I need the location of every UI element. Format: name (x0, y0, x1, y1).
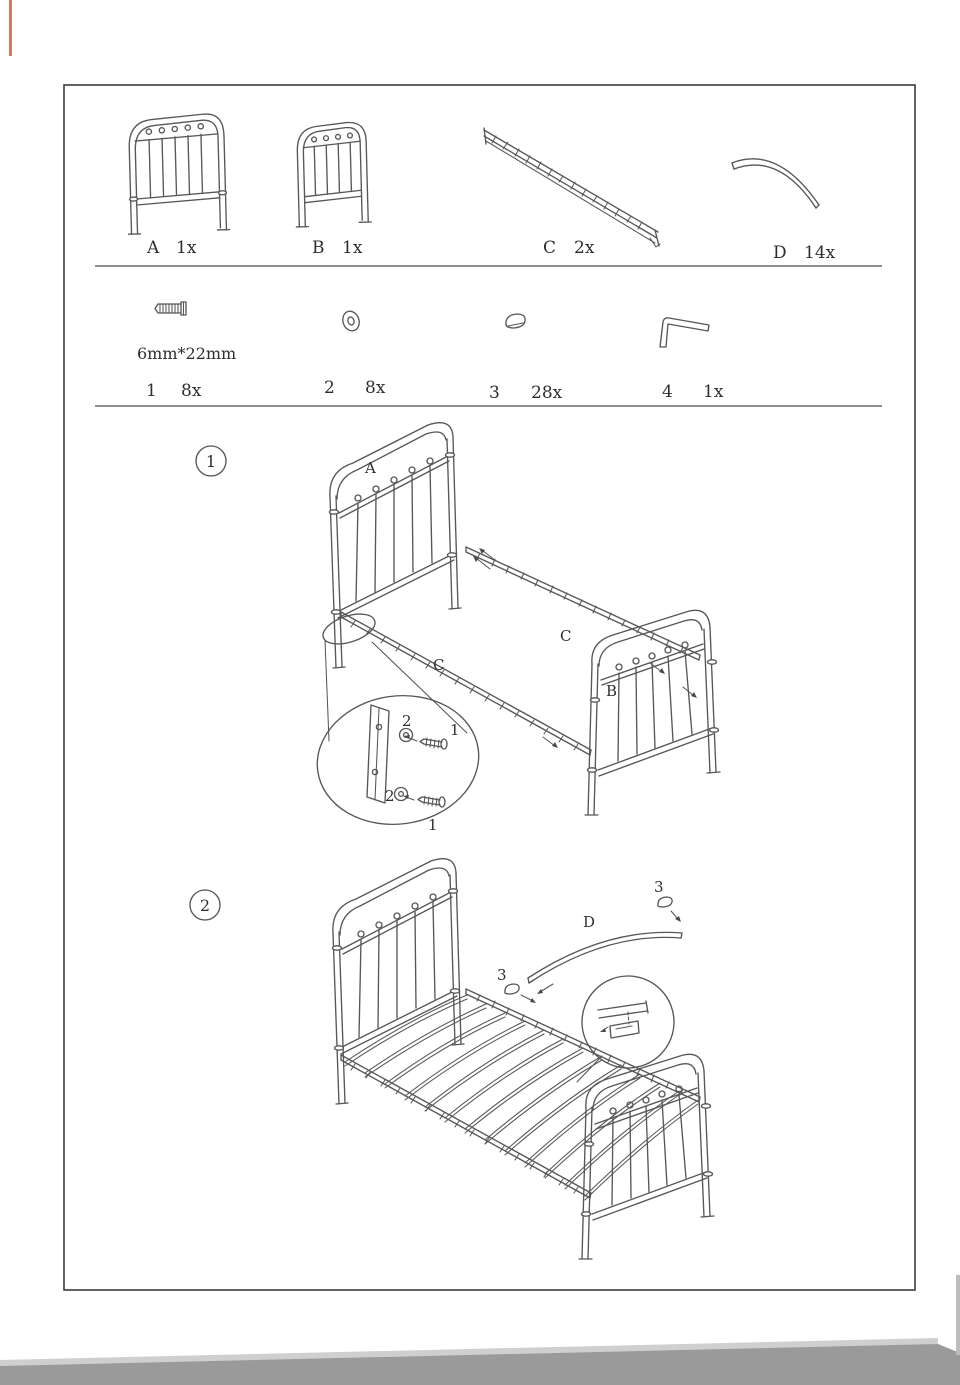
washer-icon-top (398, 727, 414, 743)
screw-dimension: 6mm*22mm (137, 344, 236, 363)
part-headboard-drawing (127, 113, 231, 235)
step2-cap-right-label: 3 (654, 878, 664, 896)
washer-icon (342, 310, 360, 332)
part-b-label: B (312, 238, 325, 258)
step2-slat-label: D (583, 913, 595, 931)
bolt-icon (154, 301, 187, 316)
cap-icon-left (504, 983, 520, 995)
step1-headboard-label: A (364, 459, 376, 477)
washer-icon-bottom (393, 786, 409, 802)
part-b-qty: 1x (342, 238, 363, 258)
step1-bolt-bottom-label: 1 (428, 816, 438, 834)
part-rail-drawing (483, 127, 661, 248)
hw2-qty: 8x (365, 378, 386, 398)
part-c-qty: 2x (574, 238, 595, 258)
hw2-num: 2 (324, 378, 335, 398)
bolt-icon-top (404, 735, 448, 750)
step-2-badge: 2 (189, 889, 221, 921)
part-d-qty: 14x (804, 243, 836, 263)
step2-detail-callout (576, 975, 675, 1083)
step1-footboard-label: B (606, 682, 617, 700)
allen-key-icon (659, 317, 710, 348)
hw3-num: 3 (489, 383, 500, 403)
cap-icon-right (657, 896, 673, 908)
scan-artifact-red-line (9, 0, 12, 56)
step2-footboard-drawing (578, 1053, 715, 1260)
step-2: 2 (189, 858, 715, 1260)
step1-headboard-drawing (328, 422, 462, 669)
hw1-num: 1 (146, 381, 157, 401)
step1-detail-callout (316, 613, 480, 826)
hw3-qty: 28x (531, 383, 563, 403)
step1-direction-arrows (473, 548, 697, 748)
hw4-num: 4 (662, 382, 673, 402)
page-border (63, 84, 916, 1291)
step1-rail-far-drawing (465, 546, 701, 661)
part-slat-drawing (731, 158, 820, 209)
step-2-number: 2 (200, 896, 210, 915)
scan-shadow-bottom (0, 1344, 960, 1385)
bracket-plate-drawing (366, 704, 390, 804)
step1-rail-far-label: C (560, 627, 571, 645)
part-c-label: C (543, 238, 556, 258)
part-a-label: A (146, 238, 160, 258)
step1-bolt-top-label: 1 (450, 721, 460, 739)
part-a-qty: 1x (176, 238, 197, 258)
step2-cap-left-label: 3 (497, 966, 507, 984)
step2-direction-arrows (520, 910, 681, 1003)
step1-footboard-drawing (584, 609, 721, 816)
scan-shadow-right (956, 1275, 960, 1355)
part-d-label: D (773, 243, 787, 263)
step-1: 1 A C C B (195, 422, 721, 834)
step1-washer-top-label: 2 (402, 712, 412, 730)
bolt-icon-bottom (403, 795, 446, 808)
hw4-qty: 1x (703, 382, 724, 402)
hardware-row: 6mm*22mm 1 8x 2 8x 3 28x 4 1x (137, 301, 724, 403)
step2-slats-drawing (344, 994, 699, 1201)
step-1-badge: 1 (195, 445, 227, 477)
hw1-qty: 8x (181, 381, 202, 401)
step1-washer-bottom-label: 2 (385, 787, 395, 805)
step1-rail-near-label: C (433, 656, 444, 674)
step2-rail-far-drawing (465, 988, 701, 1103)
parts-row: A 1x B 1x C 2x D 14x (127, 113, 836, 263)
step2-loose-slat-drawing (527, 931, 683, 984)
part-footboard-drawing (295, 121, 372, 228)
step-1-number: 1 (206, 452, 216, 471)
step1-rail-near-drawing (340, 611, 592, 756)
cap-icon (505, 313, 526, 329)
